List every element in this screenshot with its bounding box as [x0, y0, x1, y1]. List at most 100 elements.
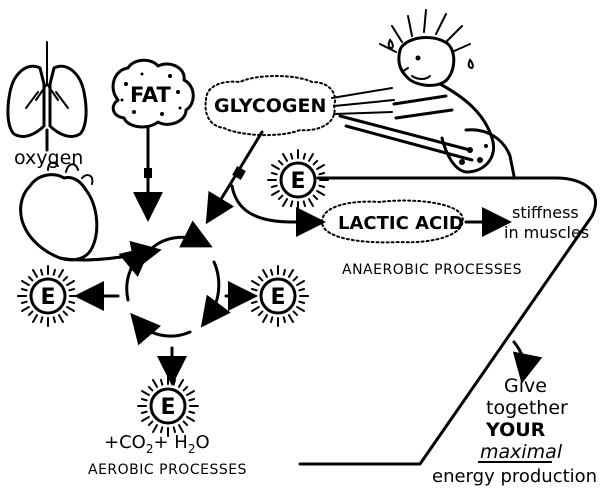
sun-ray [263, 315, 267, 322]
sun-ray [149, 422, 153, 426]
sun-ray [33, 270, 37, 277]
sun-ray [149, 387, 153, 391]
sun-ray [184, 387, 188, 391]
sun-ray [29, 277, 33, 281]
sun-ray [309, 199, 313, 206]
sun-ray [272, 191, 279, 195]
energy-sun-icon: E [138, 376, 198, 436]
sun-ray [279, 161, 283, 165]
sun-ray [22, 302, 27, 303]
sun-ray [142, 399, 147, 400]
sun-ray [179, 425, 183, 432]
sun-ray [67, 281, 74, 285]
lungs-icon [8, 42, 86, 150]
sun-ray [283, 154, 287, 161]
sun-ray [54, 317, 55, 322]
sun-ray [272, 173, 277, 174]
sun-ray [59, 315, 63, 322]
sun-ray [314, 161, 318, 165]
fat-label: FAT [130, 83, 172, 107]
sun-ray [272, 186, 277, 187]
sun-ray [279, 196, 283, 200]
sun-ray [259, 312, 263, 316]
sun-ray [291, 201, 292, 206]
sun-ray [317, 165, 324, 169]
sun-ray [189, 412, 194, 413]
sun-ray [297, 281, 304, 285]
sun-ray [29, 312, 33, 316]
sun-ray [271, 270, 272, 275]
slogan-line5: energy production [432, 466, 597, 487]
sun-ray [153, 425, 157, 432]
svg-text:E: E [160, 395, 175, 420]
sun-ray [319, 173, 324, 174]
sun-ray [291, 154, 292, 159]
slogan-line1: Give [504, 375, 547, 397]
sun-ray [142, 391, 149, 395]
sun-ray [289, 270, 293, 277]
sun-ray [41, 270, 42, 275]
sun-ray [252, 289, 257, 290]
glycogen-label: GLYCOGEN [214, 95, 326, 117]
sun-ray [294, 277, 298, 281]
krebs-cycle [127, 237, 219, 336]
anaerobic-processes-label: ANAEROBIC PROCESSES [342, 262, 522, 278]
sun-ray [59, 270, 63, 277]
sun-ray [289, 315, 293, 322]
sun-ray [319, 186, 324, 187]
sun-ray [187, 417, 194, 421]
sun-ray [69, 302, 74, 303]
slogan-line4: maximal [480, 441, 563, 463]
slogan-line3: YOUR [485, 419, 546, 441]
sun-ray [297, 307, 304, 311]
sun-ray [272, 165, 279, 169]
sun-ray [271, 317, 272, 322]
sun-ray [33, 315, 37, 322]
sun-ray [283, 199, 287, 206]
lactic-acid-label: LACTIC ACID [338, 213, 464, 234]
sun-ray [263, 270, 267, 277]
heart-icon [21, 163, 150, 260]
sun-ray [309, 154, 313, 161]
sun-ray [299, 302, 304, 303]
sun-ray [64, 312, 68, 316]
sun-ray [67, 307, 74, 311]
svg-text:E: E [40, 285, 55, 310]
energy-sun-icon: E [18, 266, 78, 326]
sun-ray [41, 317, 42, 322]
sun-ray [284, 317, 285, 322]
sun-ray [69, 289, 74, 290]
rower-figure-icon [332, 10, 514, 176]
sun-ray [22, 307, 29, 311]
sun-ray [189, 399, 194, 400]
sun-ray [54, 270, 55, 275]
sun-ray [284, 270, 285, 275]
svg-text:E: E [270, 285, 285, 310]
sun-ray [259, 277, 263, 281]
sun-ray [161, 380, 162, 385]
sun-ray [142, 412, 147, 413]
sun-ray [22, 281, 29, 285]
aerobic-processes-label: AEROBIC PROCESSES [88, 462, 247, 478]
sun-ray [142, 417, 149, 421]
sun-ray [184, 422, 188, 426]
sun-ray [22, 289, 27, 290]
sun-ray [304, 201, 305, 206]
sun-ray [174, 380, 175, 385]
stiffness-label-line1: stiffness [512, 203, 579, 222]
sun-ray [64, 277, 68, 281]
sun-ray [252, 307, 259, 311]
sun-ray [314, 196, 318, 200]
svg-text:E: E [290, 169, 305, 194]
sun-ray [153, 380, 157, 387]
sun-ray [299, 289, 304, 290]
sun-ray [252, 302, 257, 303]
sun-ray [317, 191, 324, 195]
sun-ray [179, 380, 183, 387]
byproducts-label: +CO2+ H2O [104, 432, 210, 456]
sun-ray [252, 281, 259, 285]
sun-ray [304, 154, 305, 159]
slogan-line2: together [486, 397, 568, 419]
sun-ray [187, 391, 194, 395]
